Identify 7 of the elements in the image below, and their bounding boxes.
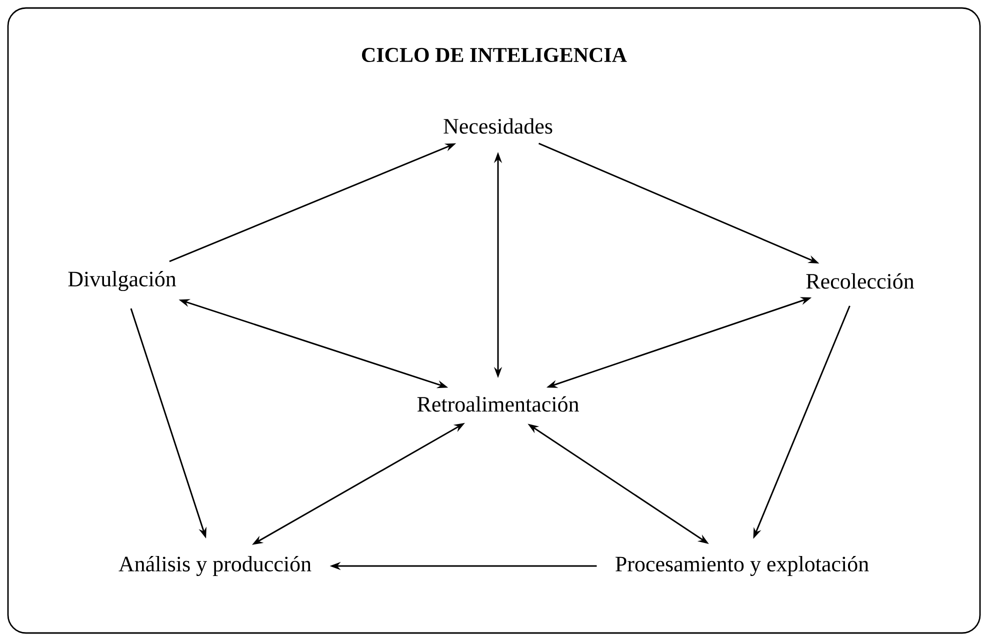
title: CICLO DE INTELIGENCIA bbox=[362, 48, 627, 62]
node-label: Análisis y producción bbox=[118, 556, 312, 576]
node-label: Procesamiento y explotación bbox=[616, 556, 869, 576]
node-label: Recolección bbox=[806, 273, 914, 289]
node-label: Necesidades bbox=[444, 118, 552, 134]
node-label: Divulgación bbox=[68, 270, 176, 292]
node-label: Retroalimentación bbox=[417, 396, 579, 412]
